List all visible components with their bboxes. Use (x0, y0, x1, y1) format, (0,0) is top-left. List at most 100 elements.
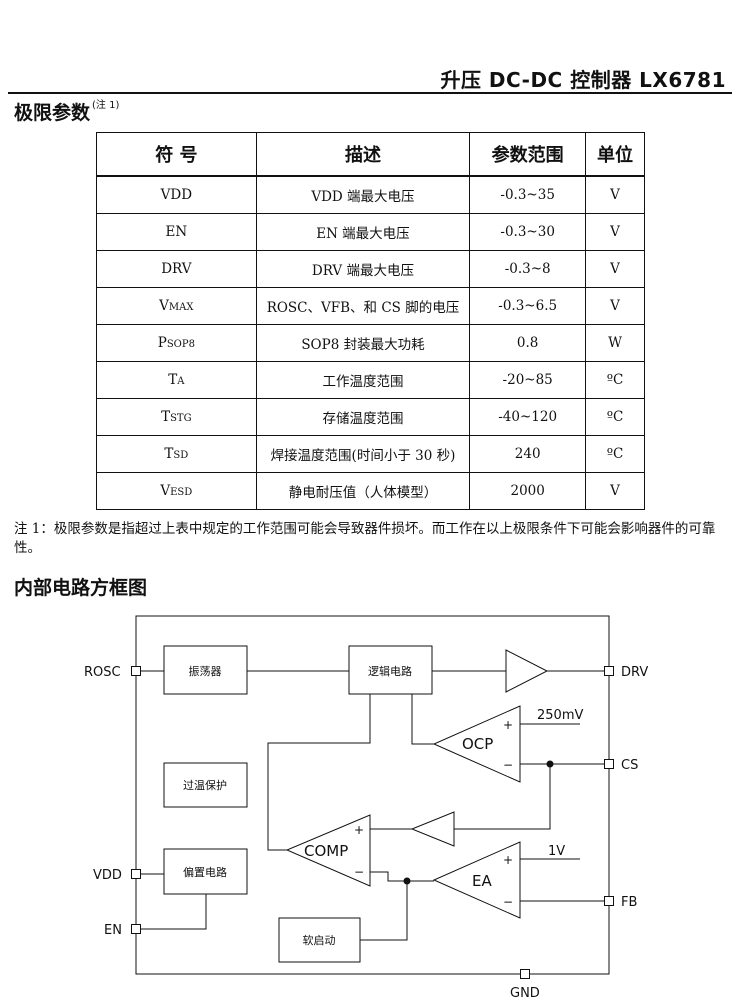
symbol-text: EN (165, 224, 188, 240)
ocp-reference-label: 250mV (537, 708, 583, 723)
description-cell: EN 端最大电压 (255, 213, 471, 251)
description-cell: 工作温度范围 (255, 361, 471, 399)
logic-block (348, 645, 433, 695)
symbol-text: T (164, 446, 174, 462)
symbol-text: DRV (161, 261, 192, 277)
range-cell: -20~85 (469, 361, 587, 399)
range-cell: -0.3~8 (469, 250, 587, 288)
ocp-comparator (432, 705, 521, 783)
description-cell: SOP8 封装最大功耗 (255, 324, 471, 362)
unit-cell: V (585, 213, 645, 251)
symbol-subscript: A (177, 376, 185, 387)
description-cell: ROSC、VFB、和 CS 脚的电压 (255, 287, 471, 325)
description-cell: 焊接温度范围(时间小于 30 秒) (255, 435, 471, 473)
limits-title-text: 极限参数 (14, 102, 91, 124)
ocp-label: OCP (462, 735, 493, 753)
chip-outline (135, 615, 610, 975)
header-description: 描述 (255, 132, 471, 177)
description-cell: VDD 端最大电压 (255, 175, 471, 214)
header-range: 参数范围 (469, 132, 587, 177)
symbol-text: T (161, 409, 171, 425)
unit-cell: ºC (585, 435, 645, 473)
symbol-cell: TSD (96, 435, 257, 473)
cs-buffer (410, 811, 455, 847)
range-cell: -40~120 (469, 398, 587, 436)
ea-plus-sign: + (503, 853, 513, 867)
header-rule (8, 92, 732, 94)
symbol-cell: VMAX (96, 287, 257, 325)
logic-label: 逻辑电路 (368, 664, 412, 678)
pin-label-en: EN (104, 923, 122, 938)
symbol-text: P (157, 335, 167, 351)
symbol-subscript: SD (173, 450, 189, 461)
pin-label-drv: DRV (621, 665, 648, 680)
symbol-cell: PSOP8 (96, 324, 257, 362)
pin-rosc (131, 666, 141, 676)
comp-comparator (285, 814, 371, 887)
symbol-cell: EN (96, 213, 257, 251)
bias-label: 偏置电路 (183, 865, 227, 879)
pin-gnd (520, 969, 530, 979)
range-cell: -0.3~35 (469, 175, 587, 214)
symbol-subscript: ESD (170, 487, 193, 498)
pin-label-fb: FB (621, 895, 637, 910)
ea-minus-sign: − (503, 895, 513, 909)
ea-label: EA (472, 872, 492, 890)
symbol-text: VDD (160, 187, 193, 203)
pin-label-rosc: ROSC (84, 665, 121, 680)
symbol-text: V (159, 298, 169, 314)
range-cell: -0.3~30 (469, 213, 587, 251)
symbol-cell: DRV (96, 250, 257, 288)
ea-reference-label: 1V (548, 844, 565, 859)
otp-block (163, 762, 248, 808)
symbol-text: V (160, 483, 171, 499)
driver-buffer (505, 649, 549, 693)
otp-label: 过温保护 (183, 778, 227, 792)
pin-en (131, 924, 141, 934)
ocp-minus-sign: − (503, 758, 513, 772)
description-cell: 存储温度范围 (255, 398, 471, 436)
unit-cell: V (585, 472, 645, 510)
unit-cell: W (585, 324, 645, 362)
unit-cell: ºC (585, 361, 645, 399)
description-cell: 静电耐压值（人体模型） (255, 472, 471, 510)
document-header-title: 升压 DC-DC 控制器 LX6781 (440, 68, 726, 92)
range-cell: 2000 (469, 472, 587, 510)
symbol-subscript: MAX (168, 302, 194, 313)
unit-cell: V (585, 287, 645, 325)
softstart-label: 软启动 (303, 933, 336, 947)
symbol-subscript: SOP8 (166, 339, 195, 350)
oscillator-block (163, 645, 248, 695)
symbol-text: T (168, 372, 178, 388)
range-cell: -0.3~6.5 (469, 287, 587, 325)
table-header-row: 符 号 描述 参数范围 单位 (96, 132, 645, 177)
table-footnote: 注 1：极限参数是指超过上表中规定的工作范围可能会导致器件损坏。而工作在以上极限… (14, 521, 716, 556)
comp-label: COMP (304, 842, 348, 860)
unit-cell: ºC (585, 398, 645, 436)
pin-vdd (131, 869, 141, 879)
range-cell: 240 (469, 435, 587, 473)
comp-minus-sign: − (354, 865, 364, 879)
description-cell: DRV 端最大电压 (255, 250, 471, 288)
comp-plus-sign: + (354, 823, 364, 837)
symbol-subscript: STG (170, 413, 192, 424)
range-cell: 0.8 (469, 324, 587, 362)
ea-amplifier (432, 841, 521, 919)
limits-section-title: 极限参数(注 1) (14, 98, 119, 125)
pin-label-gnd: GND (510, 986, 540, 1000)
oscillator-label: 振荡器 (189, 664, 222, 678)
pin-label-vdd: VDD (93, 868, 122, 883)
header-symbol: 符 号 (96, 132, 257, 177)
symbol-cell: VDD (96, 175, 257, 214)
note-reference: (注 1) (92, 100, 120, 111)
internal-block-diagram: ROSC VDD EN DRV CS FB GND 振荡器 逻辑电路 过温保护 … (84, 615, 648, 1000)
